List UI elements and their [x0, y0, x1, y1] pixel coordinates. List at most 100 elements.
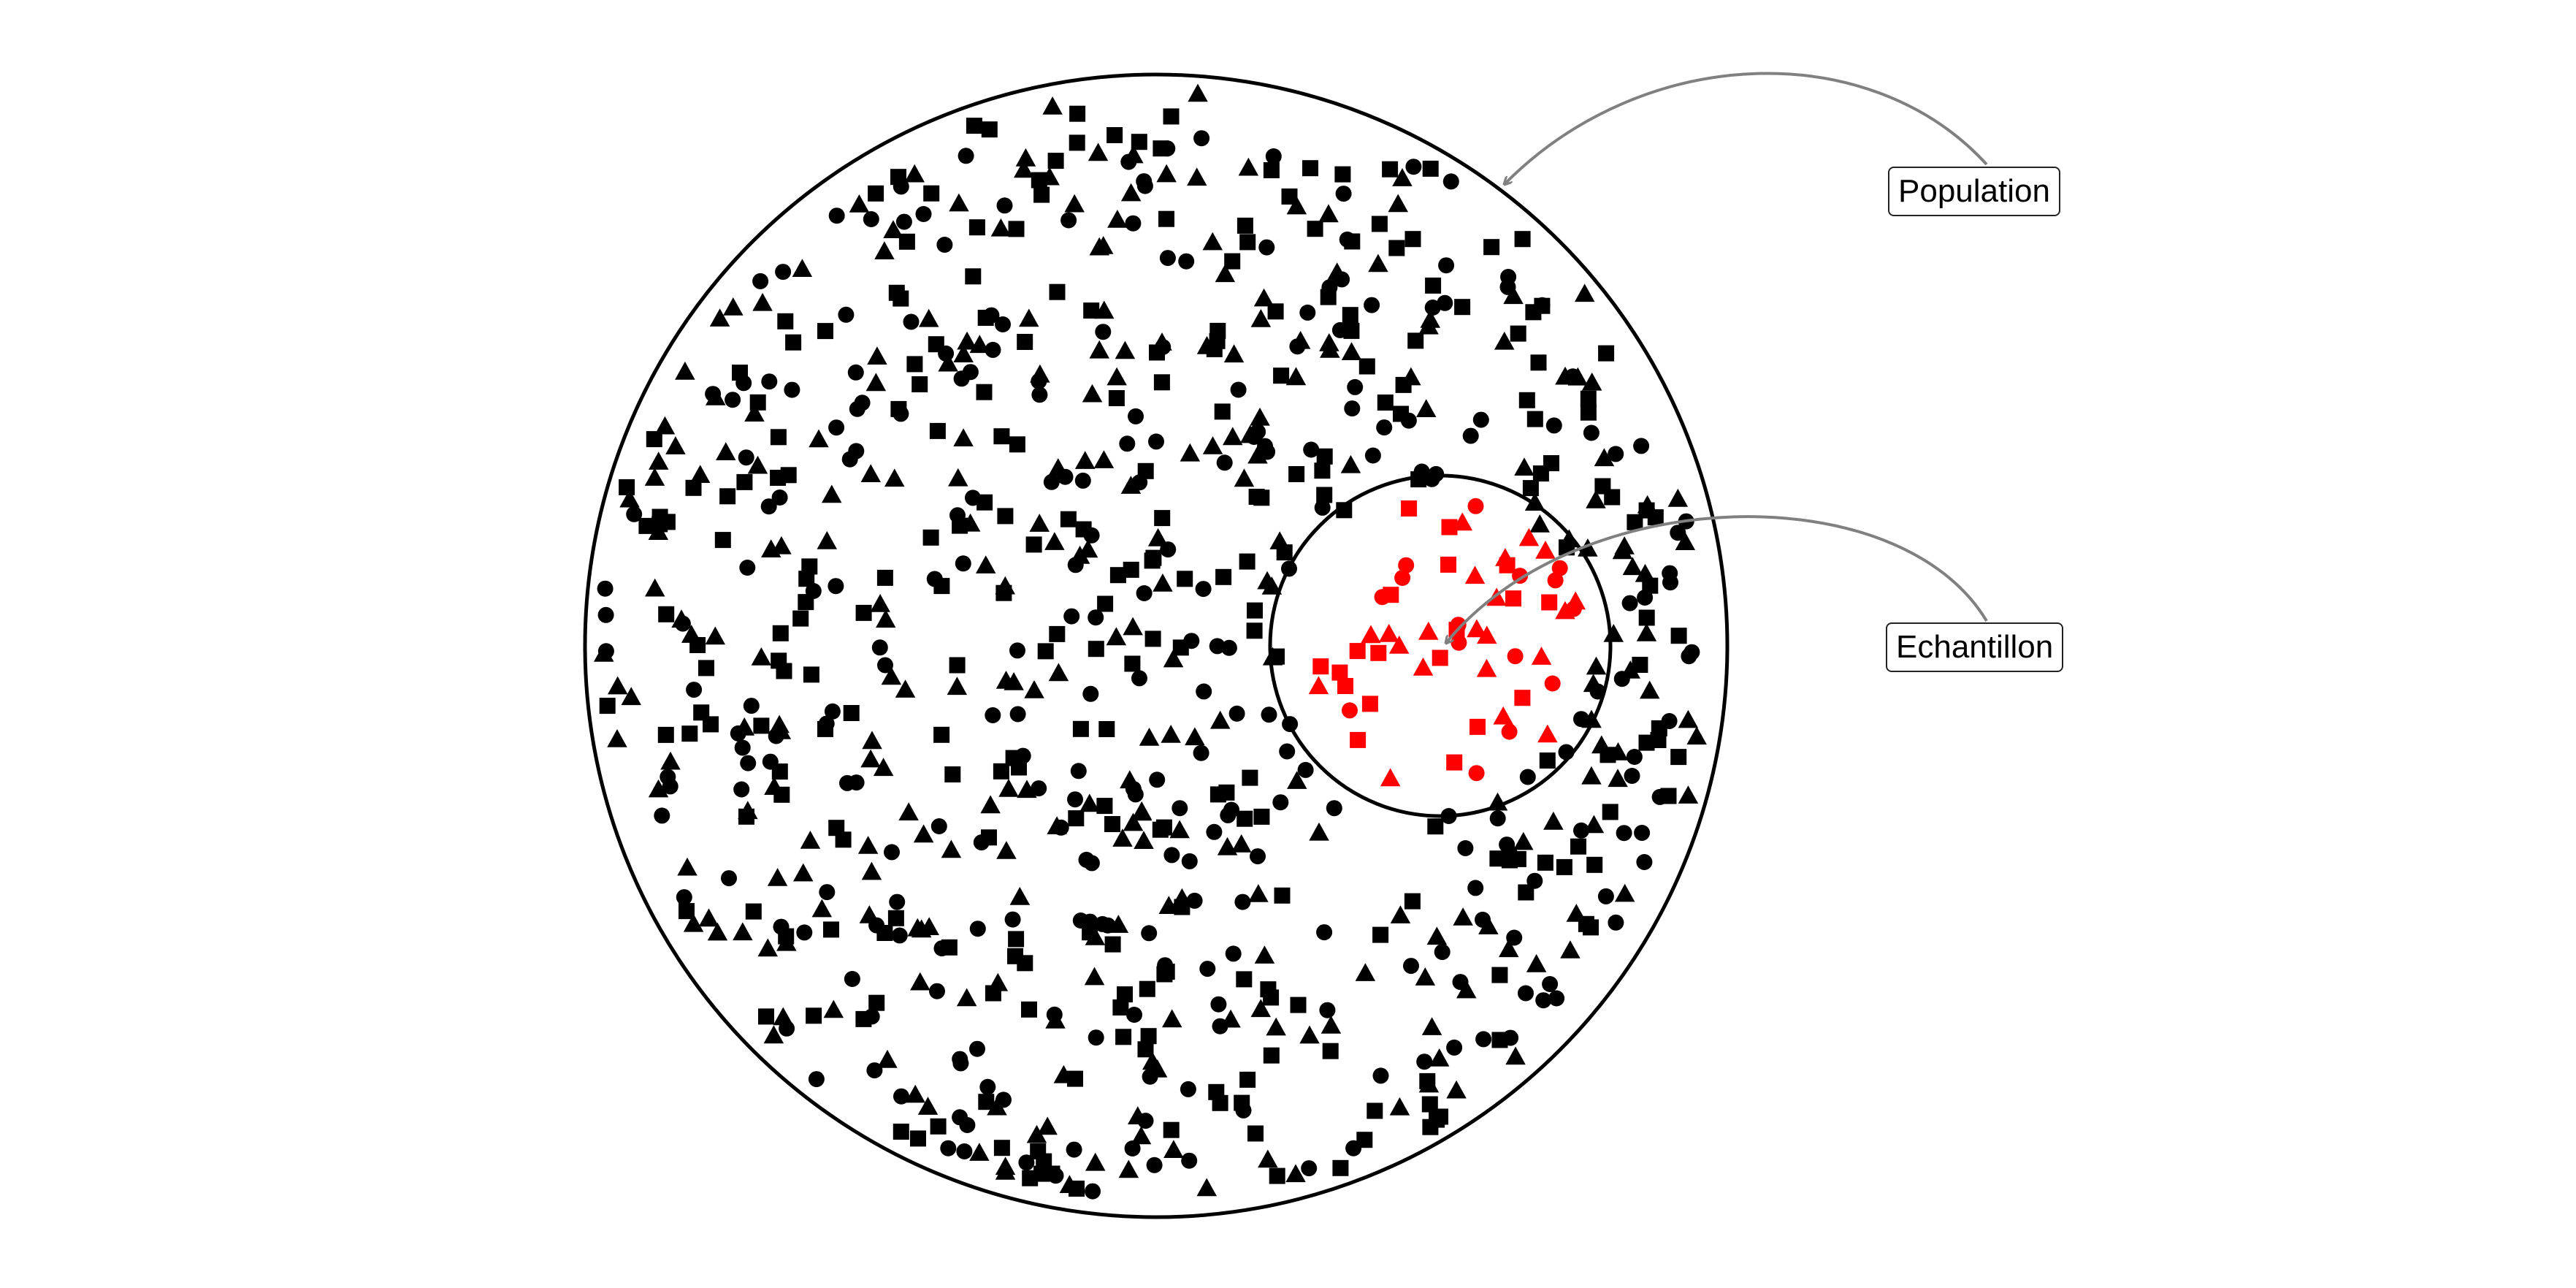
point-triangle-marker [1142, 1051, 1163, 1070]
point-circle-marker [1334, 271, 1350, 288]
point-triangle-marker [1415, 967, 1436, 986]
point-triangle-marker [1115, 340, 1136, 359]
echantillon-label: Echantillon [1886, 622, 2064, 673]
point-triangle-marker [793, 863, 814, 882]
point-square-marker [1422, 160, 1439, 177]
point-triangle-marker [1583, 815, 1605, 834]
point-circle-marker [1199, 961, 1216, 978]
point-square-marker [835, 831, 852, 848]
point-square-marker [1068, 810, 1085, 827]
point-circle-marker [1181, 1152, 1198, 1169]
point-circle-marker [1502, 1029, 1519, 1046]
point-triangle-marker [1287, 771, 1307, 789]
point-circle-marker [1319, 1002, 1336, 1018]
point-triangle-marker [953, 344, 974, 362]
point-square-marker [1088, 641, 1104, 658]
point-triangle-marker [1014, 159, 1034, 178]
point-circle-marker [1043, 473, 1060, 490]
point-square-marker [930, 1118, 947, 1135]
point-triangle-marker [733, 922, 753, 941]
point-triangle-marker [998, 779, 1019, 797]
point-square-marker [1427, 818, 1444, 835]
point-square-marker [1247, 602, 1263, 619]
point-circle-marker [773, 918, 790, 935]
point-circle-marker [1670, 525, 1686, 541]
point-circle-marker [1518, 985, 1534, 1002]
point-square-marker [1534, 297, 1551, 314]
point-triangle-marker [1004, 672, 1024, 690]
point-triangle-marker [1254, 945, 1275, 964]
point-circle-marker [1314, 499, 1331, 516]
point-triangle-marker [1037, 1116, 1058, 1135]
point-triangle-marker [1401, 367, 1421, 386]
point-square-marker [876, 925, 893, 941]
point-triangle-marker [873, 758, 894, 777]
point-circle-marker [1146, 1156, 1163, 1173]
point-square-marker [1638, 609, 1655, 626]
point-square-marker [1580, 404, 1597, 421]
point-square-marker [785, 334, 802, 351]
point-triangle-marker [1015, 148, 1036, 167]
point-square-marker [1037, 643, 1054, 660]
point-circle-marker [1662, 565, 1678, 582]
point-circle-marker [1475, 1031, 1492, 1048]
point-square-marker [1049, 625, 1066, 642]
point-triangle-marker [1574, 283, 1595, 302]
point-circle-marker [761, 373, 778, 390]
point-triangle-marker [1392, 168, 1413, 186]
point-square-marker [753, 717, 770, 734]
point-square-marker [1124, 655, 1141, 672]
point-triangle-marker [645, 578, 665, 597]
point-circle-marker [1155, 339, 1172, 355]
point-square-marker [1307, 221, 1323, 237]
point-square-marker [1594, 478, 1611, 495]
point-triangle-marker [649, 451, 669, 470]
point-circle-marker [1063, 608, 1080, 625]
point-circle-marker [1186, 892, 1203, 909]
point-triangle-marker [917, 1097, 939, 1115]
point-square-marker [868, 994, 885, 1011]
point-triangle-marker [1636, 623, 1657, 641]
point-square-marker [855, 1010, 872, 1027]
point-circle-marker [915, 206, 932, 222]
point-circle-marker [779, 1020, 795, 1037]
point-circle-marker [1335, 186, 1352, 202]
point-circle-marker [1372, 1067, 1389, 1084]
point-square-marker [1660, 788, 1677, 804]
point-square-marker [758, 1008, 774, 1025]
point-triangle-marker [949, 193, 969, 212]
point-circle-marker [1626, 749, 1643, 765]
point-square-marker [1454, 299, 1471, 316]
point-square-marker [1372, 926, 1389, 943]
point-square-marker [1117, 986, 1133, 1003]
point-square-marker [1432, 649, 1448, 666]
point-square-marker [698, 660, 714, 677]
point-triangle-marker [1093, 450, 1115, 468]
point-triangle-marker [1253, 288, 1274, 307]
point-triangle-marker [1064, 194, 1085, 213]
point-triangle-marker [1217, 837, 1238, 856]
point-square-marker [843, 705, 860, 721]
point-circle-marker [1067, 791, 1083, 808]
point-triangle-marker [861, 861, 882, 880]
point-circle-marker [1125, 215, 1142, 232]
point-circle-marker [995, 316, 1011, 332]
point-square-marker [1358, 358, 1375, 375]
point-square-marker [1098, 721, 1115, 737]
point-square-marker [995, 584, 1012, 601]
point-circle-marker [771, 489, 788, 506]
point-square-marker [1647, 509, 1664, 526]
point-triangle-marker [919, 308, 939, 327]
point-triangle-marker [904, 164, 925, 183]
point-circle-marker [1424, 300, 1441, 316]
point-triangle-marker [1044, 532, 1065, 550]
point-triangle-marker [1093, 236, 1114, 254]
point-circle-marker [1230, 381, 1247, 398]
point-circle-marker [1072, 912, 1089, 929]
point-circle-marker [1547, 572, 1564, 589]
point-circle-marker [1124, 1140, 1141, 1156]
point-triangle-marker [870, 594, 890, 612]
point-square-marker [922, 529, 939, 546]
point-square-marker [745, 903, 762, 920]
